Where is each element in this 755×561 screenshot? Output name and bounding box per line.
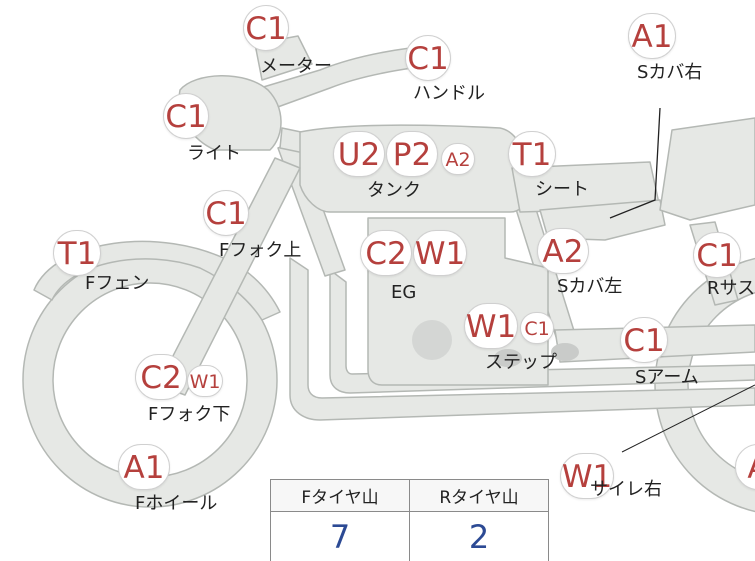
badge-step-c1: C1 (520, 312, 554, 344)
tire-tread-table: Fタイヤ山 Rタイヤ山 7 2 (270, 479, 549, 561)
badge-front-wheel-a1: A1 (118, 444, 170, 490)
badge-handle-c1: C1 (405, 35, 451, 81)
badge-swing-arm-c1: C1 (620, 317, 668, 363)
badge-light-c1: C1 (163, 93, 209, 139)
badge-s-cover-left-a2: A2 (537, 228, 589, 274)
footpeg-left (494, 349, 522, 367)
badge-engine-w1: W1 (413, 230, 467, 276)
engine-cover-circle (412, 320, 452, 360)
label-swing-arm: Sアーム (635, 367, 699, 388)
tire-table-header-row: Fタイヤ山 Rタイヤ山 (270, 479, 549, 512)
badge-step-w1: W1 (464, 303, 518, 349)
badge-front-fork-upper-c1: C1 (203, 190, 249, 236)
value-rear-tire: 2 (409, 511, 549, 561)
badge-s-cover-right-a1: A1 (628, 13, 676, 59)
badge-rear-suspension-c1: C1 (693, 232, 741, 278)
rear-tail-shape (659, 117, 755, 221)
badge-tank-a2: A2 (441, 143, 475, 175)
badge-front-fork-lower-w1: W1 (187, 365, 223, 397)
leader-line-silencer (621, 384, 755, 453)
label-handle: ハンドル (413, 83, 485, 104)
badge-front-fork-lower-c2: C2 (135, 354, 187, 400)
label-light: ライト (187, 143, 241, 164)
badge-silencer-right-w1: W1 (560, 453, 614, 499)
label-engine: EG (391, 282, 417, 303)
leader-line-s-cover-right (609, 107, 661, 219)
label-s-cover-left: Sカバ左 (557, 276, 623, 297)
badge-tank-p2: P2 (386, 131, 438, 177)
header-front-tire: Fタイヤ山 (270, 479, 410, 512)
header-rear-tire: Rタイヤ山 (409, 479, 549, 512)
label-front-fender: Fフェン (85, 273, 150, 294)
exhaust-pipe-upper (289, 257, 755, 421)
label-front-wheel: Fホイール (135, 493, 218, 514)
label-front-fork-lower: Fフォク下 (148, 404, 231, 425)
label-step: ステップ (485, 352, 557, 373)
label-front-fork-upper: Fフォク上 (219, 240, 302, 261)
badge-tank-u2: U2 (333, 131, 385, 177)
front-fork-shape (157, 157, 301, 396)
value-front-tire: 7 (270, 511, 410, 561)
footpeg-right (551, 343, 579, 361)
badge-front-fender-t1: T1 (53, 230, 101, 276)
label-s-cover-right: Sカバ右 (637, 62, 703, 83)
badge-meter-c1: C1 (243, 5, 289, 51)
label-silencer-right: サイレ右 (590, 479, 662, 500)
badge-seat-t1: T1 (508, 131, 556, 177)
badge-engine-c2: C2 (360, 230, 412, 276)
label-tank: タンク (367, 180, 421, 201)
tire-table-value-row: 7 2 (270, 511, 549, 561)
label-rear-suspension: Rサス (707, 278, 755, 299)
label-seat: シート (535, 179, 589, 200)
label-meter: メーター (260, 56, 332, 77)
